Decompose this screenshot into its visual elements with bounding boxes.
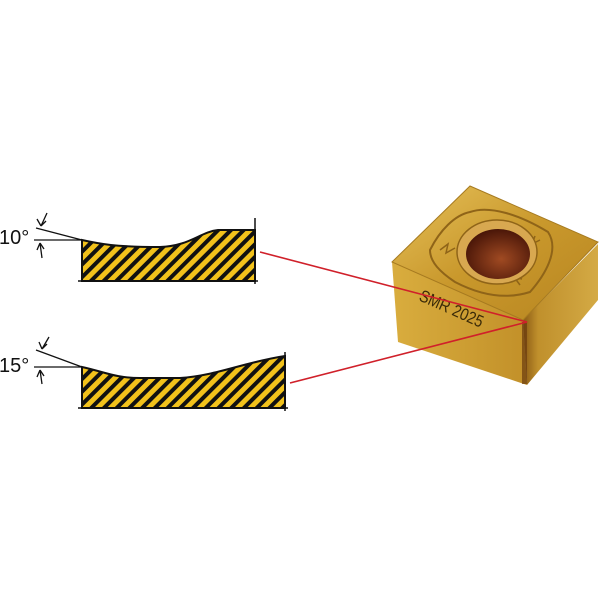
insert-hole xyxy=(466,229,530,279)
arrow-icon xyxy=(36,212,48,227)
angle-line xyxy=(35,227,83,241)
arrow-icon xyxy=(36,242,45,259)
leader-line xyxy=(289,321,528,384)
angle-line xyxy=(35,349,83,368)
arrow-icon xyxy=(36,369,45,385)
chipbreaker-pattern xyxy=(428,208,554,297)
profile-10deg: 10° xyxy=(0,212,258,284)
insert-side-face xyxy=(523,244,598,385)
insert-front-face xyxy=(392,262,527,385)
leader-line xyxy=(259,251,528,323)
profile-15deg: 15° xyxy=(0,336,288,411)
profile-section xyxy=(81,354,286,409)
arrow-icon xyxy=(38,336,50,350)
angle-label: 15° xyxy=(0,355,29,377)
profile-section xyxy=(81,229,256,282)
cutting-insert: SMR 2025 xyxy=(391,185,599,385)
angle-label: 10° xyxy=(0,227,29,249)
